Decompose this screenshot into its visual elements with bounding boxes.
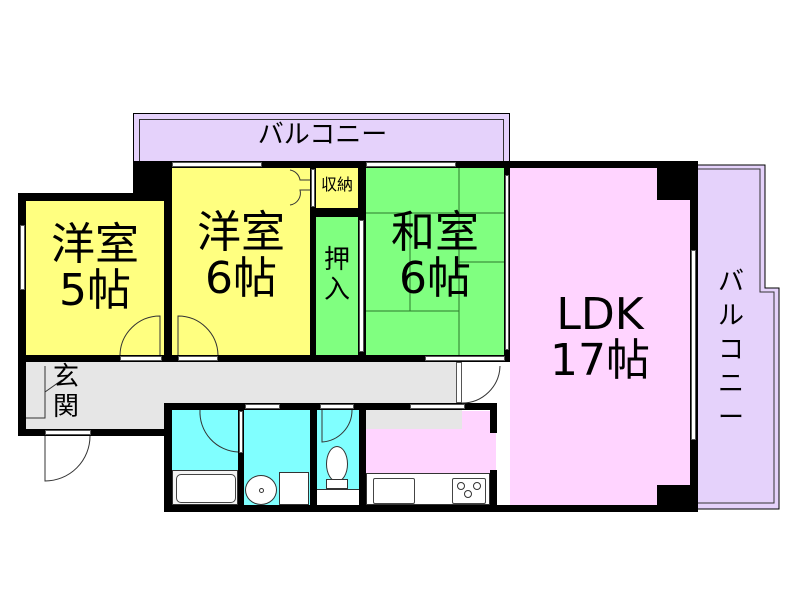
ldk-label: LDK 17帖 — [550, 289, 650, 387]
sink — [373, 478, 415, 504]
balcony-right: バ ル コ ニ ー — [694, 164, 780, 510]
burner-icon — [457, 482, 465, 490]
door-opening — [320, 404, 354, 409]
door-opening — [178, 356, 218, 361]
balcony-right-label: バ ル コ ニ ー — [717, 267, 744, 433]
tatami-lines — [366, 168, 504, 355]
closet-label: 押 入 — [323, 245, 350, 305]
washbasin — [245, 475, 277, 505]
window — [172, 162, 262, 167]
window — [20, 225, 25, 290]
wall — [490, 403, 497, 433]
closet — [316, 217, 358, 355]
sliding-door — [410, 404, 465, 409]
japanese-room-label: 和室 6帖 — [391, 207, 479, 305]
storage-door-jamb — [311, 169, 315, 207]
wall — [18, 193, 26, 436]
closet-sliding-door — [359, 220, 364, 352]
storage-label: 収納 — [320, 175, 353, 194]
balcony-top-railing — [139, 119, 504, 164]
wall — [238, 410, 244, 505]
toilet-bowl — [326, 446, 348, 482]
western-room-6-label: 洋室 6帖 — [197, 207, 285, 305]
wall — [316, 208, 358, 217]
western-room-5-label: 洋室 5帖 — [51, 219, 139, 317]
door-opening — [245, 404, 280, 409]
toilet-tank — [326, 479, 348, 489]
window — [505, 175, 509, 350]
bathtub — [172, 470, 238, 505]
western-room-5 — [26, 201, 164, 355]
wall — [359, 410, 366, 505]
window — [691, 250, 696, 440]
storage — [316, 168, 358, 208]
washing-machine-area — [279, 472, 309, 505]
wall — [310, 410, 317, 505]
pillar — [657, 165, 695, 200]
drain — [259, 488, 264, 493]
wall — [18, 193, 172, 201]
burner-icon — [473, 482, 481, 490]
balcony-top: バルコニー — [133, 113, 510, 164]
door-opening — [120, 356, 162, 361]
kitchen-counter — [366, 473, 490, 505]
burner-icon — [464, 490, 472, 498]
bathtub-basin — [176, 474, 236, 503]
wall — [490, 470, 497, 505]
wall — [310, 168, 316, 362]
ldk — [510, 168, 690, 505]
western-room-6 — [172, 168, 310, 355]
bath-door-jamb — [239, 411, 243, 453]
door-opening — [45, 430, 91, 435]
wall — [164, 403, 172, 512]
balcony-top-label: バルコニー — [257, 120, 388, 150]
stove — [452, 478, 486, 504]
entrance-label: 玄 関 — [52, 362, 79, 422]
window — [366, 162, 456, 167]
sliding-door — [425, 356, 505, 361]
ldk-door-jamb — [456, 362, 462, 403]
toilet-shelf — [317, 489, 359, 505]
pillar — [657, 485, 695, 510]
wall — [18, 429, 166, 436]
wall — [18, 355, 510, 362]
wall — [164, 168, 172, 362]
wall — [164, 505, 698, 512]
balcony-right-shape — [694, 164, 780, 510]
